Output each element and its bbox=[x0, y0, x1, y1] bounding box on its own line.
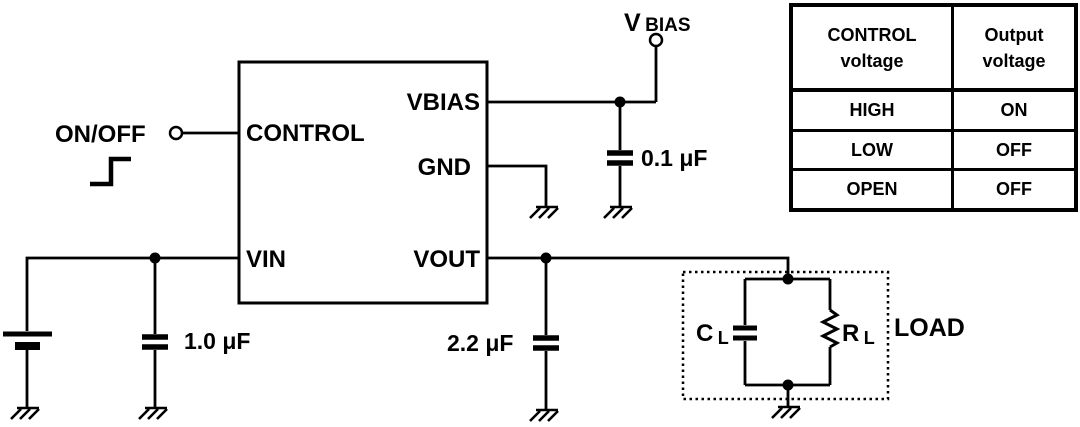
load-res-label: R L bbox=[842, 320, 875, 348]
load-box-label: LOAD bbox=[894, 314, 965, 342]
on-off-label: ON/OFF bbox=[55, 121, 146, 148]
junction-dot bbox=[614, 96, 626, 108]
input-rail-wire bbox=[25, 256, 239, 331]
ground-icon bbox=[603, 205, 633, 219]
junction-dots bbox=[149, 96, 794, 391]
truth-table-header-control: CONTROL voltage bbox=[789, 3, 954, 93]
truth-table-row: OPEN OFF bbox=[789, 168, 1078, 212]
load-capacitor bbox=[733, 325, 757, 341]
control-terminal-circle bbox=[168, 125, 184, 141]
pin-label-vout: VOUT bbox=[413, 246, 480, 273]
ground-icon bbox=[771, 405, 801, 419]
truth-table-cell-output: OFF bbox=[951, 168, 1078, 212]
junction-dot bbox=[540, 252, 552, 264]
input-capacitor bbox=[142, 334, 168, 350]
truth-table-cell-control: HIGH bbox=[789, 88, 954, 132]
truth-table-cell-control: OPEN bbox=[789, 168, 954, 212]
pin-label-gnd: GND bbox=[418, 154, 471, 181]
capacitors bbox=[142, 150, 757, 351]
battery-icon bbox=[3, 331, 52, 350]
truth-table-cell-control: LOW bbox=[789, 128, 954, 172]
output-rail-wire bbox=[487, 256, 790, 279]
truth-table-cell-output: OFF bbox=[951, 128, 1078, 172]
vbias-wire bbox=[487, 46, 658, 104]
truth-table-row: HIGH ON bbox=[789, 88, 1078, 132]
junction-dot bbox=[782, 379, 794, 391]
ic-body bbox=[237, 60, 489, 305]
input-cap-value: 1.0 μF bbox=[184, 328, 250, 354]
pin-label-control: CONTROL bbox=[246, 120, 365, 147]
junction-dot bbox=[149, 252, 161, 264]
ground-icon bbox=[529, 408, 559, 422]
vbias-supply-label: V BIAS bbox=[624, 9, 691, 37]
output-cap-value: 2.2 μF bbox=[447, 330, 513, 356]
truth-table-row: LOW OFF bbox=[789, 128, 1078, 172]
ground-icon bbox=[10, 406, 40, 420]
ground-symbols bbox=[10, 205, 801, 422]
ground-icon bbox=[529, 205, 559, 219]
bias-cap-value: 0.1 μF bbox=[641, 145, 707, 171]
load-cap-label: C L bbox=[696, 320, 729, 348]
pin-label-vin: VIN bbox=[246, 246, 286, 273]
step-waveform-icon bbox=[90, 156, 131, 187]
ground-icon bbox=[138, 406, 168, 420]
pin-label-vbias: VBIAS bbox=[407, 89, 480, 116]
truth-table-cell-output: ON bbox=[951, 88, 1078, 132]
load-dotted-box bbox=[681, 270, 890, 401]
gnd-wire bbox=[487, 164, 548, 207]
control-truth-table: CONTROL voltage Output voltage HIGH ON L… bbox=[789, 3, 1078, 212]
output-capacitor bbox=[533, 335, 559, 351]
load-resistor bbox=[819, 308, 841, 349]
vbias-terminal-circle bbox=[648, 32, 664, 48]
truth-table-header-output: Output voltage bbox=[951, 3, 1078, 93]
truth-table-header-row: CONTROL voltage Output voltage bbox=[789, 3, 1078, 93]
bias-capacitor bbox=[607, 150, 633, 166]
junction-dot bbox=[782, 273, 794, 285]
